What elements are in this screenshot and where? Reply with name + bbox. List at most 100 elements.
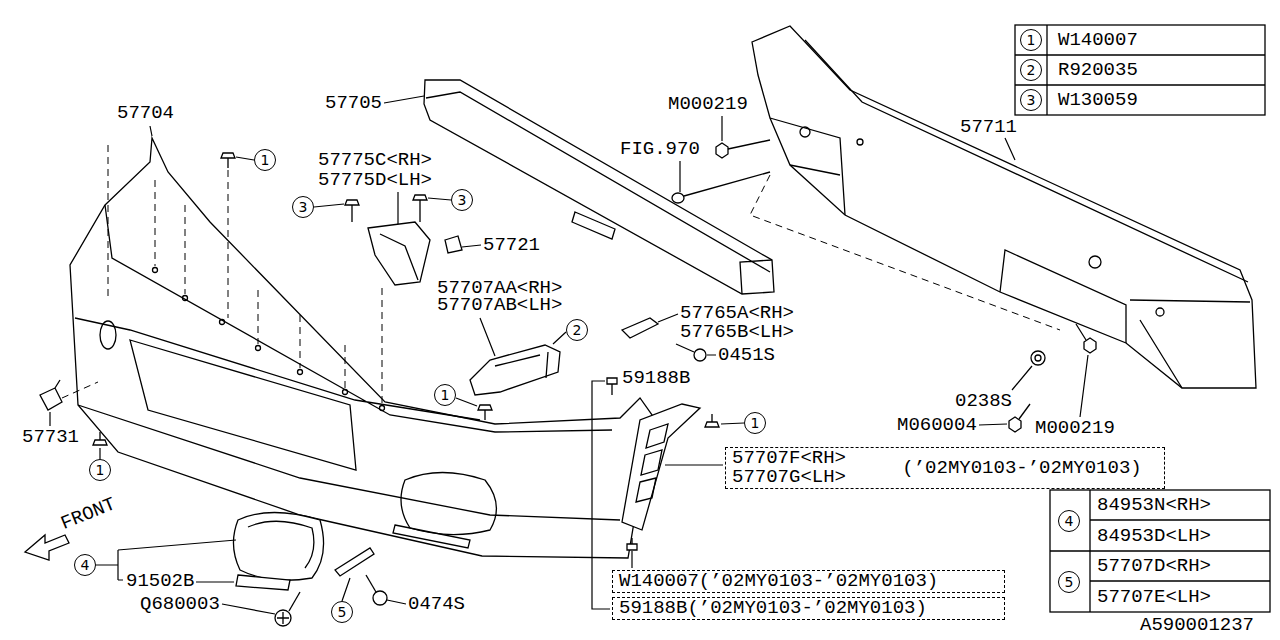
- mount-hole: [1089, 256, 1101, 268]
- pin-part: [607, 378, 617, 395]
- clip-part: [478, 405, 492, 420]
- lower-slot: [393, 525, 470, 548]
- applicability-text: (’02MY0103-’02MY0103): [902, 459, 1158, 478]
- clip-part: [705, 414, 719, 427]
- part-label: M060004: [897, 416, 977, 435]
- reinforcement-edge: [770, 40, 1250, 388]
- part-label: 0238S: [955, 392, 1012, 411]
- part-label: 57721: [483, 236, 540, 255]
- fog-cover-edge: [248, 521, 314, 568]
- part-label: W130059: [1058, 91, 1138, 110]
- callout-number: 4: [1065, 514, 1074, 528]
- screw-shaft: [366, 575, 376, 592]
- part-label: 57707AB<LH>: [437, 296, 562, 315]
- clip-hole: [343, 390, 348, 395]
- table-border: [1015, 25, 1265, 115]
- nut-part: [1031, 351, 1045, 365]
- bolt-shaft: [1019, 404, 1030, 419]
- part-label: 57731: [22, 428, 79, 447]
- callout-circle: 3: [1020, 89, 1042, 111]
- callout-circle: 1: [254, 149, 276, 171]
- reinforcement-outline: [752, 26, 1256, 388]
- callout-circle: 3: [292, 196, 314, 218]
- callout-circle: 1: [744, 412, 766, 434]
- table-border: [1050, 490, 1270, 612]
- callout-number: 2: [1027, 63, 1036, 77]
- callout-circle: 4: [1058, 510, 1080, 532]
- plate-part: [236, 575, 290, 590]
- clip-hole: [220, 320, 225, 325]
- callout-circle: 4: [74, 554, 96, 576]
- part-label: 57765B<LH>: [680, 323, 794, 342]
- callout-circle: 5: [331, 601, 353, 623]
- callout-leader: [96, 157, 744, 601]
- table-rule: [1015, 25, 1265, 115]
- clip-part: [40, 380, 62, 410]
- bolt-head: [716, 143, 728, 158]
- absorber-edge: [426, 92, 772, 294]
- callout-number: 3: [299, 200, 308, 214]
- applicability-text: 59188B(’02MY0103-’02MY0103): [619, 599, 998, 618]
- part-label: 57705: [325, 94, 382, 113]
- part-label: 0451S: [718, 346, 775, 365]
- bracket-part: [368, 222, 430, 285]
- part-label: Q680003: [140, 595, 220, 614]
- mount-hole: [1156, 308, 1164, 316]
- callout-number: 1: [751, 416, 760, 430]
- side-piece-part: [622, 404, 700, 530]
- part-label: 57704: [117, 104, 174, 123]
- absorber-notch: [572, 212, 615, 239]
- clip-part: [221, 153, 235, 168]
- screw-shaft: [676, 344, 694, 352]
- fog-cover-part: [233, 513, 323, 581]
- callout-circle: 1: [1020, 29, 1042, 51]
- part-label: A590001237: [1140, 616, 1254, 635]
- part-label: 57775D<LH>: [318, 171, 432, 190]
- applicability-text: W140007(’02MY0103-’02MY0103): [619, 572, 998, 591]
- bolt-shaft: [728, 140, 770, 149]
- part-label: M000219: [668, 95, 748, 114]
- clip-part: [445, 236, 462, 253]
- bumper-face-outline: [70, 138, 652, 558]
- clip-hole: [256, 346, 261, 351]
- applicability-box: 59188B(’02MY0103-’02MY0103): [612, 597, 1005, 620]
- clip-hole: [298, 370, 303, 375]
- absorber-outline: [424, 80, 774, 294]
- part-label: W140007: [1058, 31, 1138, 50]
- clip-part: [622, 318, 658, 338]
- table-rule: [1050, 490, 1270, 612]
- applicability-text: 57707F<RH>: [732, 449, 862, 468]
- callout-number: 5: [338, 605, 347, 619]
- clip-part: [345, 200, 359, 222]
- bracket-part: [470, 345, 560, 395]
- callout-circle: 3: [451, 189, 473, 211]
- callout-number: 3: [1027, 93, 1036, 107]
- part-label: 57707E<LH>: [1097, 588, 1211, 607]
- part-label: 84953D<LH>: [1097, 527, 1211, 546]
- screw-head: [275, 610, 291, 626]
- part-label: 57707D<RH>: [1097, 557, 1211, 576]
- callout-circle: 2: [1020, 59, 1042, 81]
- callout-circle: 5: [1058, 571, 1080, 593]
- rod-shaft: [684, 172, 770, 196]
- part-label: FRONT: [59, 495, 119, 534]
- assembly-line: [750, 175, 1060, 330]
- screw-head: [373, 591, 387, 605]
- callout-number: 4: [81, 558, 90, 572]
- clip-hole: [183, 296, 188, 301]
- part-label: 57711: [960, 118, 1017, 137]
- callout-number: 1: [261, 153, 270, 167]
- applicability-box: 57707F<RH>(’02MY0103-’02MY0103)57707G<LH…: [725, 447, 1165, 489]
- part-label: R920035: [1058, 61, 1138, 80]
- bolt-head: [1009, 417, 1021, 432]
- part-label: 57765A<RH>: [680, 304, 794, 323]
- part-label: 84953N<RH>: [1097, 496, 1211, 515]
- side-piece-window: [636, 424, 668, 502]
- screw-slot: [277, 612, 289, 624]
- clip-hole: [153, 268, 158, 273]
- front-arrow: [25, 535, 69, 560]
- part-label: 57775C<RH>: [318, 151, 432, 170]
- callout-circle: 1: [434, 384, 456, 406]
- callout-number: 5: [1065, 575, 1074, 589]
